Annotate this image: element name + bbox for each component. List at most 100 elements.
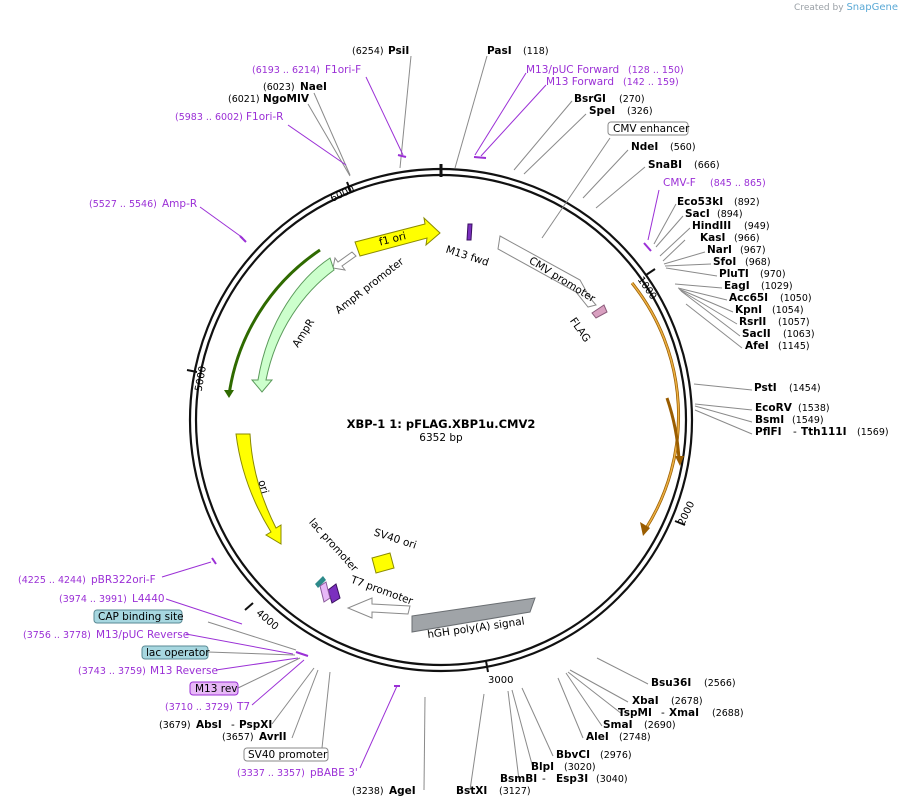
primer-leader-m13puc-r — [185, 633, 294, 655]
leader-absi — [271, 667, 315, 725]
enzyme-sep-tspmi: - — [661, 707, 665, 719]
enzyme-sacii[interactable]: SacII — [742, 328, 771, 340]
pos-pluti: (970) — [760, 269, 786, 280]
feature-hgh[interactable] — [411, 597, 536, 633]
tick-6000 — [346, 181, 352, 193]
feature-ori[interactable] — [235, 433, 282, 545]
primer-m13puc-r[interactable]: M13/pUC Reverse — [96, 629, 189, 641]
box-lac-operator[interactable] — [141, 645, 209, 660]
primer-f1ori-f[interactable]: F1ori-F — [325, 64, 361, 76]
enzyme-pflfi[interactable]: PflFI — [755, 426, 782, 438]
enzyme-bsu36i[interactable]: Bsu36I — [651, 677, 691, 689]
enzyme-bsrgi[interactable]: BsrGI — [574, 93, 606, 105]
leader-afei — [685, 303, 743, 349]
enzyme-saci[interactable]: SacI — [685, 208, 710, 220]
enzyme-smai[interactable]: SmaI — [603, 719, 633, 731]
feature-ampr[interactable] — [250, 257, 335, 393]
box-sv40-promoter[interactable] — [243, 747, 329, 762]
box-cmv-enhancer[interactable] — [607, 121, 689, 136]
primer-m13-f[interactable]: M13 Forward — [546, 76, 614, 88]
primer-range-t7: (3710 .. 3729) — [165, 702, 233, 713]
box-m13-rev[interactable] — [189, 681, 239, 696]
enzyme-psii[interactable]: PsiI — [388, 45, 409, 57]
enzyme-ngomiv[interactable]: NgoMIV — [263, 93, 310, 105]
primer-t7[interactable]: T7 — [236, 701, 250, 713]
enzyme-bsmbi[interactable]: BsmBI — [500, 773, 537, 785]
pos-ngomiv: (6021) — [228, 94, 260, 105]
enzyme-kpni[interactable]: KpnI — [735, 304, 762, 316]
orf-arrowhead-2 — [675, 456, 684, 466]
enzyme-kasi[interactable]: KasI — [700, 232, 725, 244]
primer-leader-cmv-f — [647, 189, 660, 241]
snapgene-credit: Created by SnapGene — [794, 2, 898, 13]
enzyme-bbvci[interactable]: BbvCI — [556, 749, 590, 761]
pos-sfoi: (968) — [745, 257, 771, 268]
feature-f1-ori[interactable] — [354, 216, 441, 257]
primer-pbabe[interactable]: pBABE 3' — [310, 767, 358, 779]
enzyme-pluti[interactable]: PluTI — [719, 268, 749, 280]
enzyme-esp3i[interactable]: Esp3I — [556, 773, 588, 785]
enzyme-leaders — [207, 55, 753, 791]
primer-range-pbr322: (4225 .. 4244) — [18, 575, 86, 586]
feature-cmv-promoter[interactable] — [497, 235, 597, 308]
leader-rsrii — [679, 289, 738, 325]
box-cap-binding-site[interactable] — [93, 609, 183, 624]
primer-mark-f1ori-f — [397, 154, 407, 158]
leader-naei — [313, 92, 351, 176]
enzyme-afei[interactable]: AfeI — [745, 340, 769, 352]
primer-amp-r[interactable]: Amp-R — [162, 198, 197, 210]
tick-3000 — [485, 660, 489, 673]
enzyme-alei[interactable]: AleI — [586, 731, 609, 743]
feature-t7-promoter[interactable] — [346, 597, 411, 619]
primer-m13puc-f[interactable]: M13/pUC Forward — [526, 64, 619, 76]
enzyme-agei[interactable]: AgeI — [389, 785, 416, 797]
primer-l4440[interactable]: L4440 — [132, 593, 165, 605]
enzyme-eagi[interactable]: EagI — [724, 280, 750, 292]
enzyme-ecorv[interactable]: EcoRV — [755, 402, 793, 414]
label-ori: ori — [256, 479, 271, 495]
pos-psii: (6254) — [352, 46, 384, 57]
primer-leader-amp-r — [199, 206, 244, 239]
enzyme-eco53ki[interactable]: Eco53kI — [677, 196, 723, 208]
pos-bbvci: (2976) — [600, 750, 632, 761]
enzyme-naei[interactable]: NaeI — [300, 81, 327, 93]
enzyme-bstxi[interactable]: BstXI — [456, 785, 487, 797]
enzyme-rsrii[interactable]: RsrII — [739, 316, 766, 328]
enzyme-tth111i[interactable]: Tth111I — [801, 426, 846, 438]
enzyme-snabi[interactable]: SnaBI — [648, 159, 682, 171]
enzyme-absi[interactable]: AbsI — [196, 719, 222, 731]
leader-cap — [207, 621, 297, 651]
enzyme-psti[interactable]: PstI — [754, 382, 777, 394]
enzyme-acc65i[interactable]: Acc65I — [729, 292, 768, 304]
feature-sv40-ori[interactable] — [371, 552, 395, 574]
enzyme-blpi[interactable]: BlpI — [531, 761, 554, 773]
enzyme-bsmi[interactable]: BsmI — [755, 414, 784, 426]
enzyme-pspxi[interactable]: PspXI — [239, 719, 272, 731]
enzyme-hindiii[interactable]: HindIII — [692, 220, 731, 232]
feature-flag[interactable] — [591, 304, 608, 319]
enzyme-spei[interactable]: SpeI — [589, 105, 615, 117]
leader-kpni — [678, 288, 734, 313]
enzyme-pasi[interactable]: PasI — [487, 45, 512, 57]
feature-m13fwd[interactable] — [466, 223, 473, 241]
primer-f1ori-r[interactable]: F1ori-R — [246, 111, 283, 123]
feature-ampr-promoter[interactable] — [332, 251, 357, 271]
enzyme-nari[interactable]: NarI — [707, 244, 732, 256]
enzyme-xmai[interactable]: XmaI — [669, 707, 699, 719]
box-label-lac-operator: lac operator — [146, 647, 210, 659]
enzyme-ndei[interactable]: NdeI — [631, 141, 658, 153]
enzyme-avrii[interactable]: AvrII — [259, 731, 287, 743]
primer-cmv-f[interactable]: CMV-F — [663, 177, 696, 189]
leader-m13rev — [237, 657, 301, 689]
enzyme-sfoi[interactable]: SfoI — [713, 256, 736, 268]
primer-leader-pbr322 — [161, 561, 212, 578]
pos-bsu36i: (2566) — [704, 678, 736, 689]
primer-pbr322[interactable]: pBR322ori-F — [91, 574, 156, 586]
pos-rsrii: (1057) — [778, 317, 810, 328]
pos-tspmi: (2688) — [712, 708, 744, 719]
tick-label-4000: 4000 — [254, 608, 281, 633]
enzyme-xbai[interactable]: XbaI — [632, 695, 659, 707]
primer-m13-r[interactable]: M13 Reverse — [150, 665, 218, 677]
enzyme-tspmi[interactable]: TspMI — [618, 707, 652, 719]
